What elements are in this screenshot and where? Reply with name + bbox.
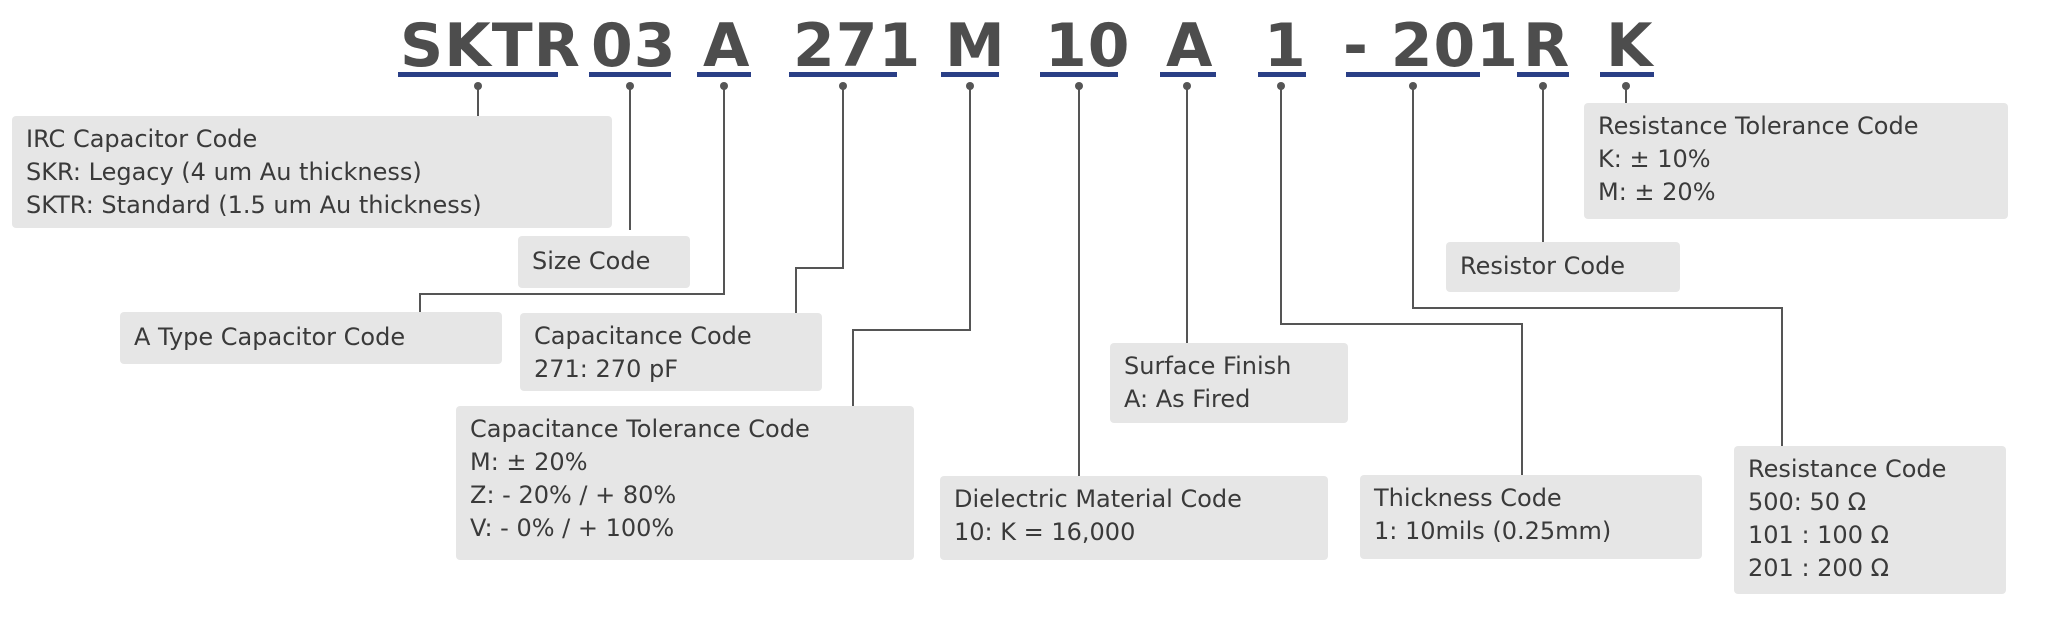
resistor-code-box: Resistor Code	[1446, 242, 1680, 292]
cap-tolerance-line-z: Z: - 20% / + 80%	[470, 481, 677, 509]
connector-thickness	[1280, 86, 1523, 475]
segment-201: - 201	[1343, 11, 1520, 81]
dot-r	[1539, 82, 1547, 90]
irc-line-sktr: SKTR: Standard (1.5 um Au thickness)	[26, 191, 482, 219]
capacitance-code-box: Capacitance Code 271: 270 pF	[520, 313, 822, 391]
underline-r	[1517, 72, 1569, 77]
thickness-line-1: 1: 10mils (0.25mm)	[1374, 517, 1612, 545]
dot-1	[1277, 82, 1285, 90]
res-tolerance-line-k: K: ± 10%	[1598, 145, 1711, 173]
underline-03	[589, 72, 671, 77]
thickness-code-box: Thickness Code 1: 10mils (0.25mm)	[1360, 475, 1702, 559]
dot-m	[966, 82, 974, 90]
resistance-code-box: Resistance Code 500: 50 Ω 101 : 100 Ω 20…	[1734, 446, 2006, 594]
dielectric-line-10: 10: K = 16,000	[954, 518, 1136, 546]
resistance-line-500: 500: 50 Ω	[1748, 488, 1867, 516]
resistance-line-101: 101 : 100 Ω	[1748, 521, 1889, 549]
irc-line-skr: SKR: Legacy (4 um Au thickness)	[26, 158, 422, 186]
connector-cap-tolerance	[852, 86, 971, 406]
a-type-title: A Type Capacitor Code	[134, 323, 406, 351]
underline-10	[1040, 72, 1118, 77]
irc-title: IRC Capacitor Code	[26, 125, 258, 153]
surface-finish-box: Surface Finish A: As Fired	[1110, 343, 1348, 423]
res-tolerance-title: Resistance Tolerance Code	[1598, 112, 1919, 140]
surface-line-a: A: As Fired	[1124, 385, 1251, 413]
cap-tolerance-line-m: M: ± 20%	[470, 448, 588, 476]
segment-10: 10	[1045, 11, 1131, 81]
resistance-tolerance-code-box: Resistance Tolerance Code K: ± 10% M: ± …	[1584, 103, 2008, 219]
thickness-title: Thickness Code	[1374, 484, 1562, 512]
connector-capacitance	[795, 86, 844, 313]
resistor-title: Resistor Code	[1460, 252, 1626, 280]
segment-a-type: A	[703, 11, 751, 81]
segment-sktr: SKTR	[400, 11, 581, 81]
underline-a-type	[697, 72, 751, 77]
underline-sktr	[398, 72, 558, 77]
dot-271	[839, 82, 847, 90]
underline-k	[1600, 72, 1654, 77]
a-type-capacitor-code-box: A Type Capacitor Code	[120, 312, 502, 364]
connector-resistance	[1412, 86, 1783, 446]
surface-title: Surface Finish	[1124, 352, 1292, 380]
cap-tolerance-line-v: V: - 0% / + 100%	[470, 514, 675, 542]
capacitance-tolerance-code-box: Capacitance Tolerance Code M: ± 20% Z: -…	[456, 406, 914, 560]
size-title: Size Code	[532, 247, 651, 275]
segment-a-surface: A	[1166, 11, 1214, 81]
underline-271	[789, 72, 897, 77]
underline-m	[941, 72, 999, 77]
segment-m: M	[945, 11, 1006, 81]
dot-a2	[1183, 82, 1191, 90]
dot-sktr	[474, 82, 482, 90]
cap-tolerance-title: Capacitance Tolerance Code	[470, 415, 810, 443]
dot-a1	[720, 82, 728, 90]
capacitance-line-271: 271: 270 pF	[534, 355, 678, 383]
underline-201	[1346, 72, 1480, 77]
dot-03	[626, 82, 634, 90]
resistance-title: Resistance Code	[1748, 455, 1947, 483]
segment-k: K	[1606, 11, 1654, 81]
capacitance-title: Capacitance Code	[534, 322, 752, 350]
connector-a-type	[419, 86, 725, 320]
dielectric-material-code-box: Dielectric Material Code 10: K = 16,000	[940, 476, 1328, 560]
dot-201	[1409, 82, 1417, 90]
segment-03: 03	[591, 11, 677, 81]
underline-1	[1258, 72, 1306, 77]
underline-a-surface	[1160, 72, 1216, 77]
irc-capacitor-code-box: IRC Capacitor Code SKR: Legacy (4 um Au …	[12, 116, 612, 228]
size-code-box: Size Code	[518, 236, 690, 288]
segment-r: R	[1523, 11, 1571, 81]
dot-k	[1622, 82, 1630, 90]
resistance-line-201: 201 : 200 Ω	[1748, 554, 1889, 582]
segment-271: 271	[793, 11, 922, 81]
segment-1: 1	[1264, 11, 1307, 81]
dielectric-title: Dielectric Material Code	[954, 485, 1242, 513]
res-tolerance-line-m: M: ± 20%	[1598, 178, 1716, 206]
dot-10	[1075, 82, 1083, 90]
